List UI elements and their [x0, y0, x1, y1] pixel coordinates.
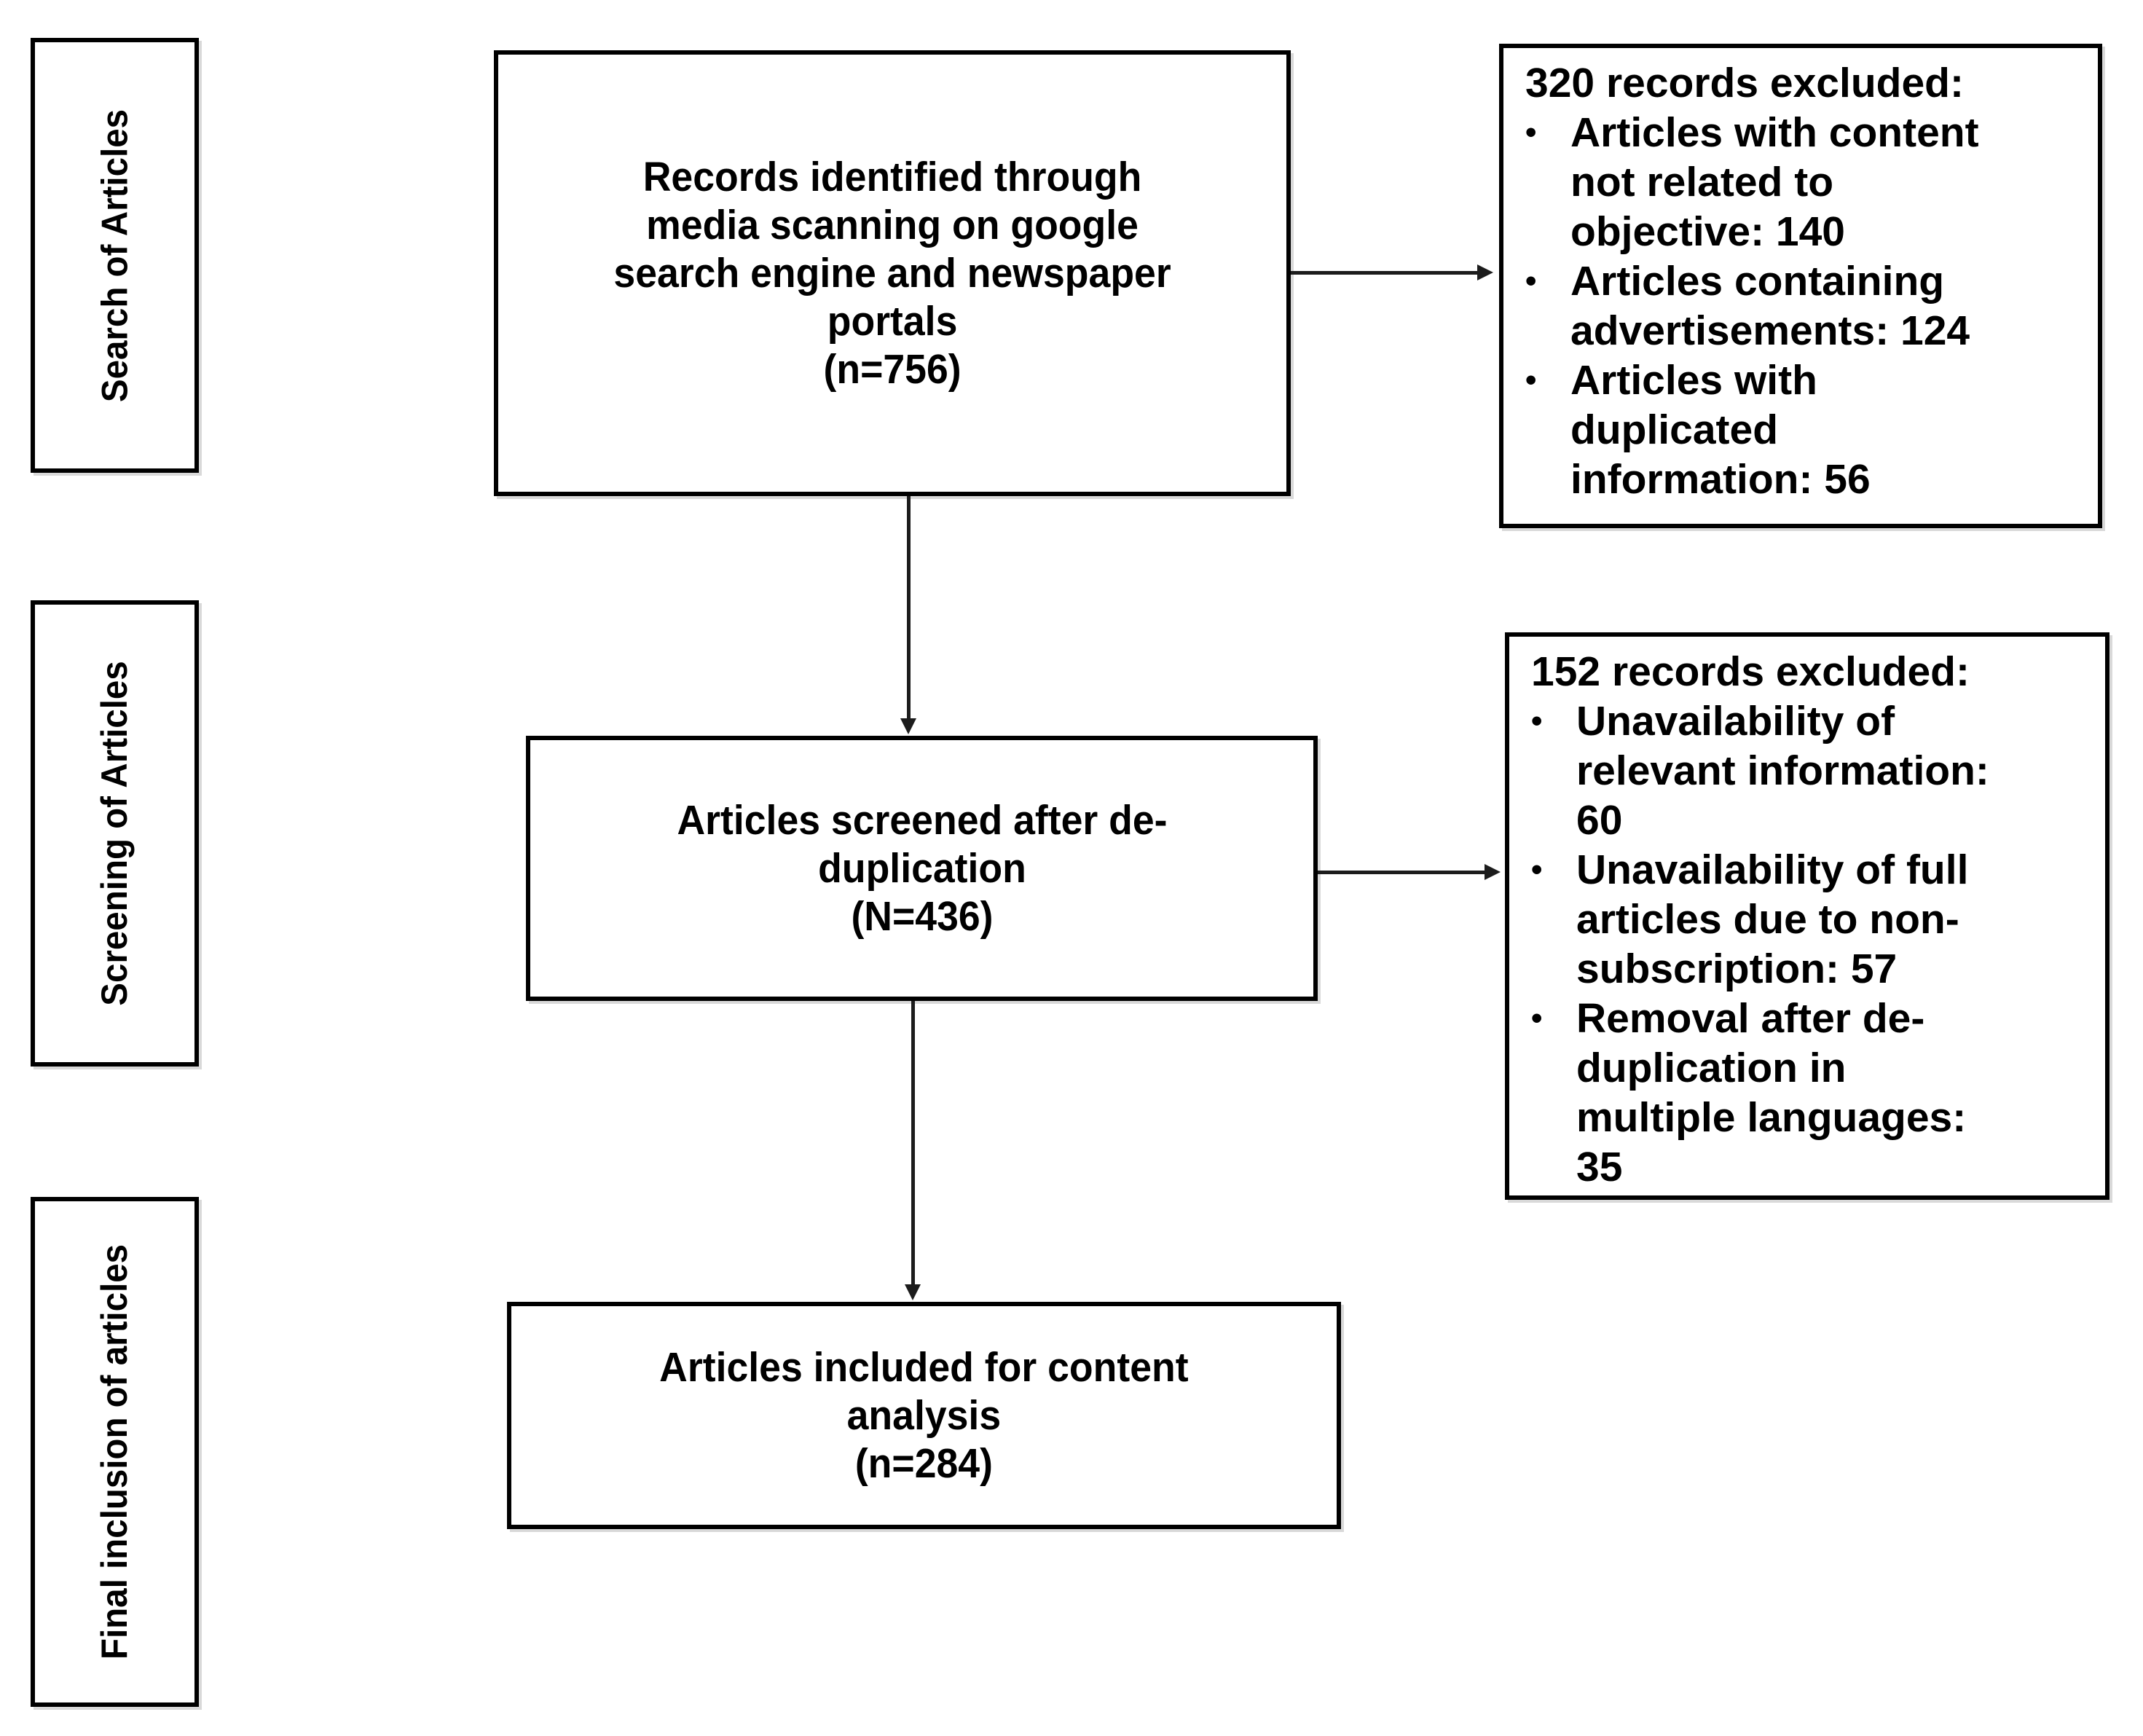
- bullet-item: • Unavailability of full articles due to…: [1531, 845, 2096, 994]
- node-articles-included-text: Articles included for content analysis (…: [659, 1343, 1188, 1488]
- bullet-text: Removal after de- duplication in multipl…: [1576, 994, 1966, 1192]
- bullet-text: Unavailability of full articles due to n…: [1576, 845, 1968, 994]
- text-line: 35: [1576, 1144, 1623, 1190]
- text-line: subscription: 57: [1576, 946, 1898, 992]
- bullet-icon: •: [1531, 703, 1543, 739]
- text-line: Articles with: [1570, 357, 1817, 404]
- text-line: duplication in: [1576, 1045, 1847, 1091]
- arrow-identified-to-excluded-line: [1291, 271, 1479, 275]
- text-line: Unavailability of full: [1576, 847, 1969, 893]
- text-line: Records identified through: [642, 154, 1142, 200]
- arrow-identified-to-screened-head-icon: [900, 718, 916, 734]
- text-line: duplication: [817, 845, 1026, 892]
- node-records-identified: Records identified through media scannin…: [494, 50, 1291, 496]
- arrow-screened-to-included-head-icon: [905, 1284, 921, 1300]
- node-articles-included: Articles included for content analysis (…: [507, 1302, 1341, 1529]
- text-line: articles due to non-: [1576, 896, 1959, 943]
- text-line: Articles screened after de-: [676, 797, 1168, 844]
- text-line: (n=756): [823, 346, 962, 393]
- bullet-item: • Removal after de- duplication in multi…: [1531, 994, 2096, 1192]
- bullet-icon: •: [1525, 114, 1537, 150]
- arrow-identified-to-excluded-head-icon: [1477, 264, 1493, 280]
- text-line: Articles containing: [1570, 258, 1945, 305]
- stage-label-screening-text: Screening of Articles: [94, 661, 135, 1006]
- text-line: 60: [1576, 797, 1623, 844]
- text-line: search engine and newspaper: [613, 250, 1171, 296]
- text-line: Unavailability of: [1576, 698, 1895, 745]
- bullet-text: Articles with content not related to obj…: [1570, 108, 1979, 256]
- text-line: (n=284): [854, 1440, 994, 1487]
- text-line: portals: [827, 298, 958, 345]
- stage-label-screening: Screening of Articles: [31, 600, 199, 1067]
- node-excluded-screening: 152 records excluded: • Unavailability o…: [1505, 632, 2109, 1200]
- bullet-icon: •: [1531, 1000, 1543, 1036]
- bullet-icon: •: [1525, 362, 1537, 398]
- stage-label-final-inclusion-text: Final inclusion of articles: [94, 1244, 135, 1660]
- text-line: information: 56: [1570, 456, 1871, 503]
- bullet-text: Articles with duplicated information: 56: [1570, 356, 1871, 504]
- text-line: not related to: [1570, 159, 1834, 205]
- bullet-item: • Articles containing advertisements: 12…: [1525, 256, 2089, 356]
- text-line: duplicated: [1570, 406, 1779, 453]
- node-excluded-search: 320 records excluded: • Articles with co…: [1499, 44, 2102, 528]
- text-line: relevant information:: [1576, 747, 1989, 794]
- stage-label-search: Search of Articles: [31, 38, 199, 473]
- stage-label-final-inclusion: Final inclusion of articles: [31, 1197, 199, 1707]
- bullet-icon: •: [1531, 852, 1543, 887]
- excluded-search-title: 320 records excluded:: [1525, 60, 1964, 106]
- bullet-item: • Articles with duplicated information: …: [1525, 356, 2089, 504]
- text-line: objective: 140: [1570, 208, 1846, 255]
- text-line: multiple languages:: [1576, 1094, 1967, 1141]
- text-line: advertisements: 124: [1570, 307, 1970, 354]
- arrow-screened-to-excluded-line: [1318, 871, 1486, 874]
- arrow-screened-to-included-line: [911, 1001, 915, 1286]
- bullet-text: Unavailability of relevant information: …: [1576, 696, 1989, 845]
- bullet-item: • Articles with content not related to o…: [1525, 108, 2089, 256]
- text-line: (N=436): [850, 893, 994, 940]
- node-records-identified-text: Records identified through media scannin…: [613, 153, 1171, 393]
- bullet-text: Articles containing advertisements: 124: [1570, 256, 1970, 356]
- node-articles-screened: Articles screened after de- duplication …: [526, 736, 1318, 1001]
- arrow-identified-to-screened-line: [907, 496, 911, 720]
- text-line: media scanning on google: [646, 202, 1139, 248]
- excluded-screening-title: 152 records excluded:: [1531, 648, 1970, 695]
- bullet-item: • Unavailability of relevant information…: [1531, 696, 2096, 845]
- text-line: analysis: [846, 1392, 1002, 1439]
- arrow-screened-to-excluded-head-icon: [1485, 864, 1501, 880]
- node-articles-screened-text: Articles screened after de- duplication …: [677, 796, 1167, 940]
- stage-label-search-text: Search of Articles: [94, 109, 135, 402]
- text-line: Articles included for content: [659, 1344, 1189, 1391]
- text-line: Articles with content: [1570, 109, 1979, 156]
- text-line: Removal after de-: [1576, 995, 1925, 1042]
- bullet-icon: •: [1525, 263, 1537, 299]
